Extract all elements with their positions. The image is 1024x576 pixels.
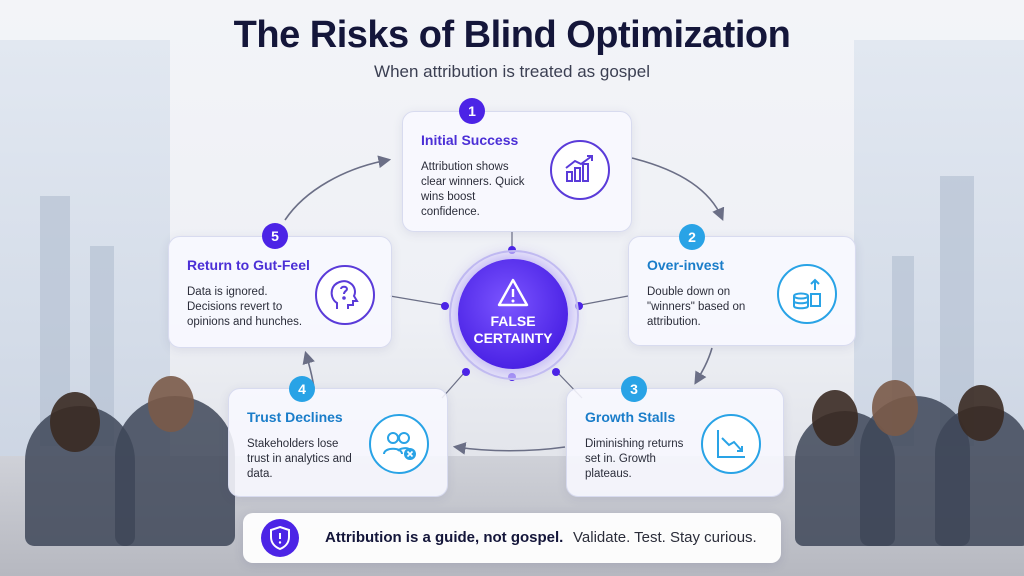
- step-description: Double down on "winners" based on attrib…: [647, 286, 746, 328]
- background-person-head: [958, 385, 1004, 441]
- growth-chart-icon: [550, 140, 610, 200]
- background-person-head: [812, 390, 858, 446]
- step-badge: 1: [459, 98, 485, 124]
- banner-sub-text: Validate. Test. Stay curious.: [573, 529, 757, 546]
- arrow-1-to-2: [631, 157, 725, 221]
- step-description: Attribution shows clear winners. Quick w…: [421, 161, 525, 218]
- background-person-head: [50, 392, 100, 452]
- step-description: Stakeholders lose trust in analytics and…: [247, 438, 352, 480]
- head-question-icon: [315, 265, 375, 325]
- center-label-line2: CERTAINTY: [473, 330, 553, 346]
- step-card-growth-stalls: Growth Stalls Diminishing returns set in…: [566, 388, 784, 497]
- center-label-line1: FALSE: [490, 313, 536, 329]
- shield-alert-icon: [261, 519, 299, 557]
- users-remove-icon: [369, 414, 429, 474]
- step-card-trust-declines: Trust Declines Stakeholders lose trust i…: [228, 388, 448, 497]
- step-badge: 3: [621, 376, 647, 402]
- center-label: FALSE CERTAINTY: [458, 313, 568, 347]
- takeaway-banner: Attribution is a guide, not gospel. Vali…: [243, 513, 781, 563]
- page-subtitle: When attribution is treated as gospel: [374, 62, 650, 81]
- step-title: Growth Stalls: [585, 409, 676, 425]
- background-person-head: [148, 376, 194, 432]
- step-badge: 4: [289, 376, 315, 402]
- hub-node: [552, 368, 560, 376]
- step-card-initial-success: Initial Success Attribution shows clear …: [402, 111, 632, 232]
- arrow-3-to-4: [452, 442, 566, 455]
- hub-node: [441, 302, 449, 310]
- declining-chart-icon: [701, 414, 761, 474]
- arrow-5-to-1: [284, 155, 392, 221]
- step-badge: 2: [679, 224, 705, 250]
- hub-node: [462, 368, 470, 376]
- warning-triangle-icon: [497, 278, 529, 307]
- background-window-left: [0, 40, 170, 460]
- step-title: Over-invest: [647, 257, 725, 273]
- coin-stack-icon: [777, 264, 837, 324]
- center-hub: FALSE CERTAINTY: [458, 259, 568, 369]
- step-badge: 5: [262, 223, 288, 249]
- banner-main-text: Attribution is a guide, not gospel.: [325, 529, 564, 546]
- background-person-head: [872, 380, 918, 436]
- step-description: Diminishing returns set in. Growth plate…: [585, 438, 684, 480]
- step-title: Initial Success: [421, 132, 519, 148]
- step-title: Return to Gut-Feel: [187, 257, 310, 273]
- page-title: The Risks of Blind Optimization: [233, 14, 791, 56]
- step-card-over-invest: Over-invest Double down on "winners" bas…: [628, 236, 856, 346]
- step-card-return-to-gut-feel: Return to Gut-Feel Data is ignored. Deci…: [168, 236, 392, 348]
- step-description: Data is ignored. Decisions revert to opi…: [187, 286, 303, 328]
- arrow-2-to-3: [694, 347, 713, 385]
- step-title: Trust Declines: [247, 409, 343, 425]
